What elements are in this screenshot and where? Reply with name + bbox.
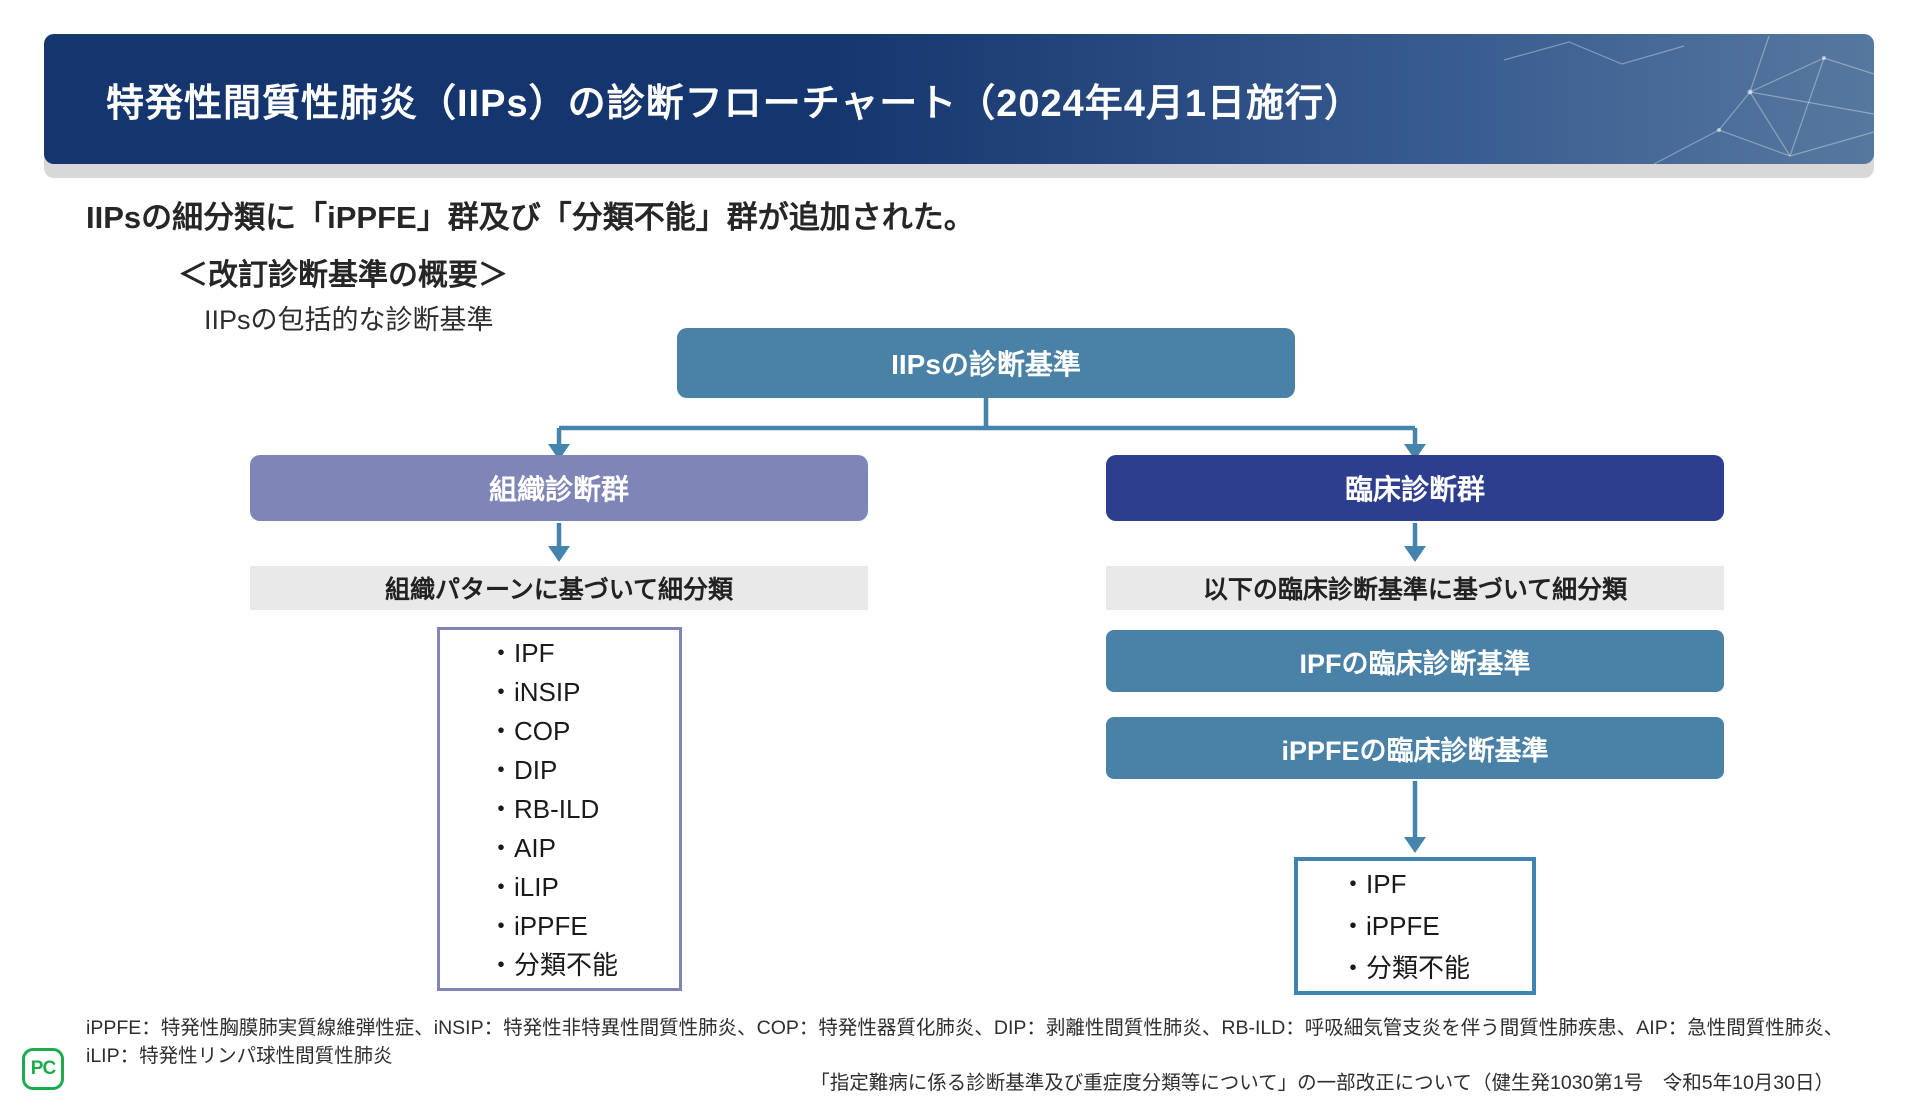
list-item: ・COP — [488, 715, 571, 746]
list-item: ・IPF — [488, 637, 555, 668]
list-item: ・DIP — [488, 754, 558, 785]
list-item: ・iNSIP — [488, 676, 581, 707]
arrowhead-to-clinical-list — [1404, 837, 1426, 853]
pc-logo: PC — [22, 1048, 64, 1090]
list-item: ・RB-ILD — [488, 793, 600, 824]
ipf-clinical-criteria-box: IPFの臨床診断基準 — [1106, 630, 1724, 692]
abbreviation-line-2: iLIP：特発性リンパ球性間質性肺炎 — [86, 1045, 393, 1067]
abbreviation-footnote: iPPFE：特発性胸膜肺実質線維弾性症、iNSIP：特発性非特異性間質性肺炎、C… — [86, 1014, 1843, 1070]
ippfe-clinical-criteria-box: iPPFEの臨床診断基準 — [1106, 717, 1724, 779]
histologic-subtype-list: ・IPF ・iNSIP ・COP ・DIP ・RB-ILD ・AIP ・iLIP ・iPPFE… — [437, 627, 682, 991]
abbreviation-line-1: iPPFE：特発性胸膜肺実質線維弾性症、iNSIP：特発性非特異性間質性肺炎、C… — [86, 1017, 1844, 1039]
clinical-criteria-bar: 以下の臨床診断基準に基づいて細分類 — [1106, 566, 1724, 610]
headline: IIPsの細分類に「iPPFE」群及び「分類不能」群が追加された。 — [86, 200, 975, 235]
clinical-subtype-list: ・IPF ・iPPFE ・分類不能 — [1294, 857, 1536, 995]
page-title: 特発性間質性肺炎（IIPs）の診断フローチャート（2024年4月1日施行） — [106, 82, 1364, 125]
branch-connector-line — [556, 398, 1418, 446]
histologic-group-box: 組織診断群 — [250, 455, 868, 521]
list-item: ・IPF — [1340, 869, 1407, 899]
clinical-group-box: 臨床診断群 — [1106, 455, 1724, 521]
source-citation: 「指定難病に係る診断基準及び重症度分類等について」の一部改正について（健生発10… — [810, 1072, 1834, 1094]
list-item: ・分類不能 — [1340, 953, 1471, 983]
list-item: ・iPPFE — [1340, 911, 1440, 941]
list-item: ・iPPFE — [488, 910, 588, 941]
root-box-iips-criteria: IIPsの診断基準 — [677, 328, 1295, 398]
arrowhead-to-clinical-bar — [1404, 546, 1426, 562]
header-banner: 特発性間質性肺炎（IIPs）の診断フローチャート（2024年4月1日施行） — [44, 34, 1874, 164]
network-mesh-decoration — [1503, 35, 1874, 164]
list-item: ・AIP — [488, 832, 556, 863]
list-item: ・iLIP — [488, 871, 559, 902]
histologic-criteria-bar: 組織パターンに基づいて細分類 — [250, 566, 868, 610]
arrowhead-to-histologic-bar — [548, 546, 570, 562]
list-item: ・分類不能 — [488, 949, 619, 980]
comprehensive-criteria-caption: IIPsの包括的な診断基準 — [204, 305, 494, 335]
revision-summary-heading: ＜改訂診断基準の概要＞ — [178, 259, 508, 292]
